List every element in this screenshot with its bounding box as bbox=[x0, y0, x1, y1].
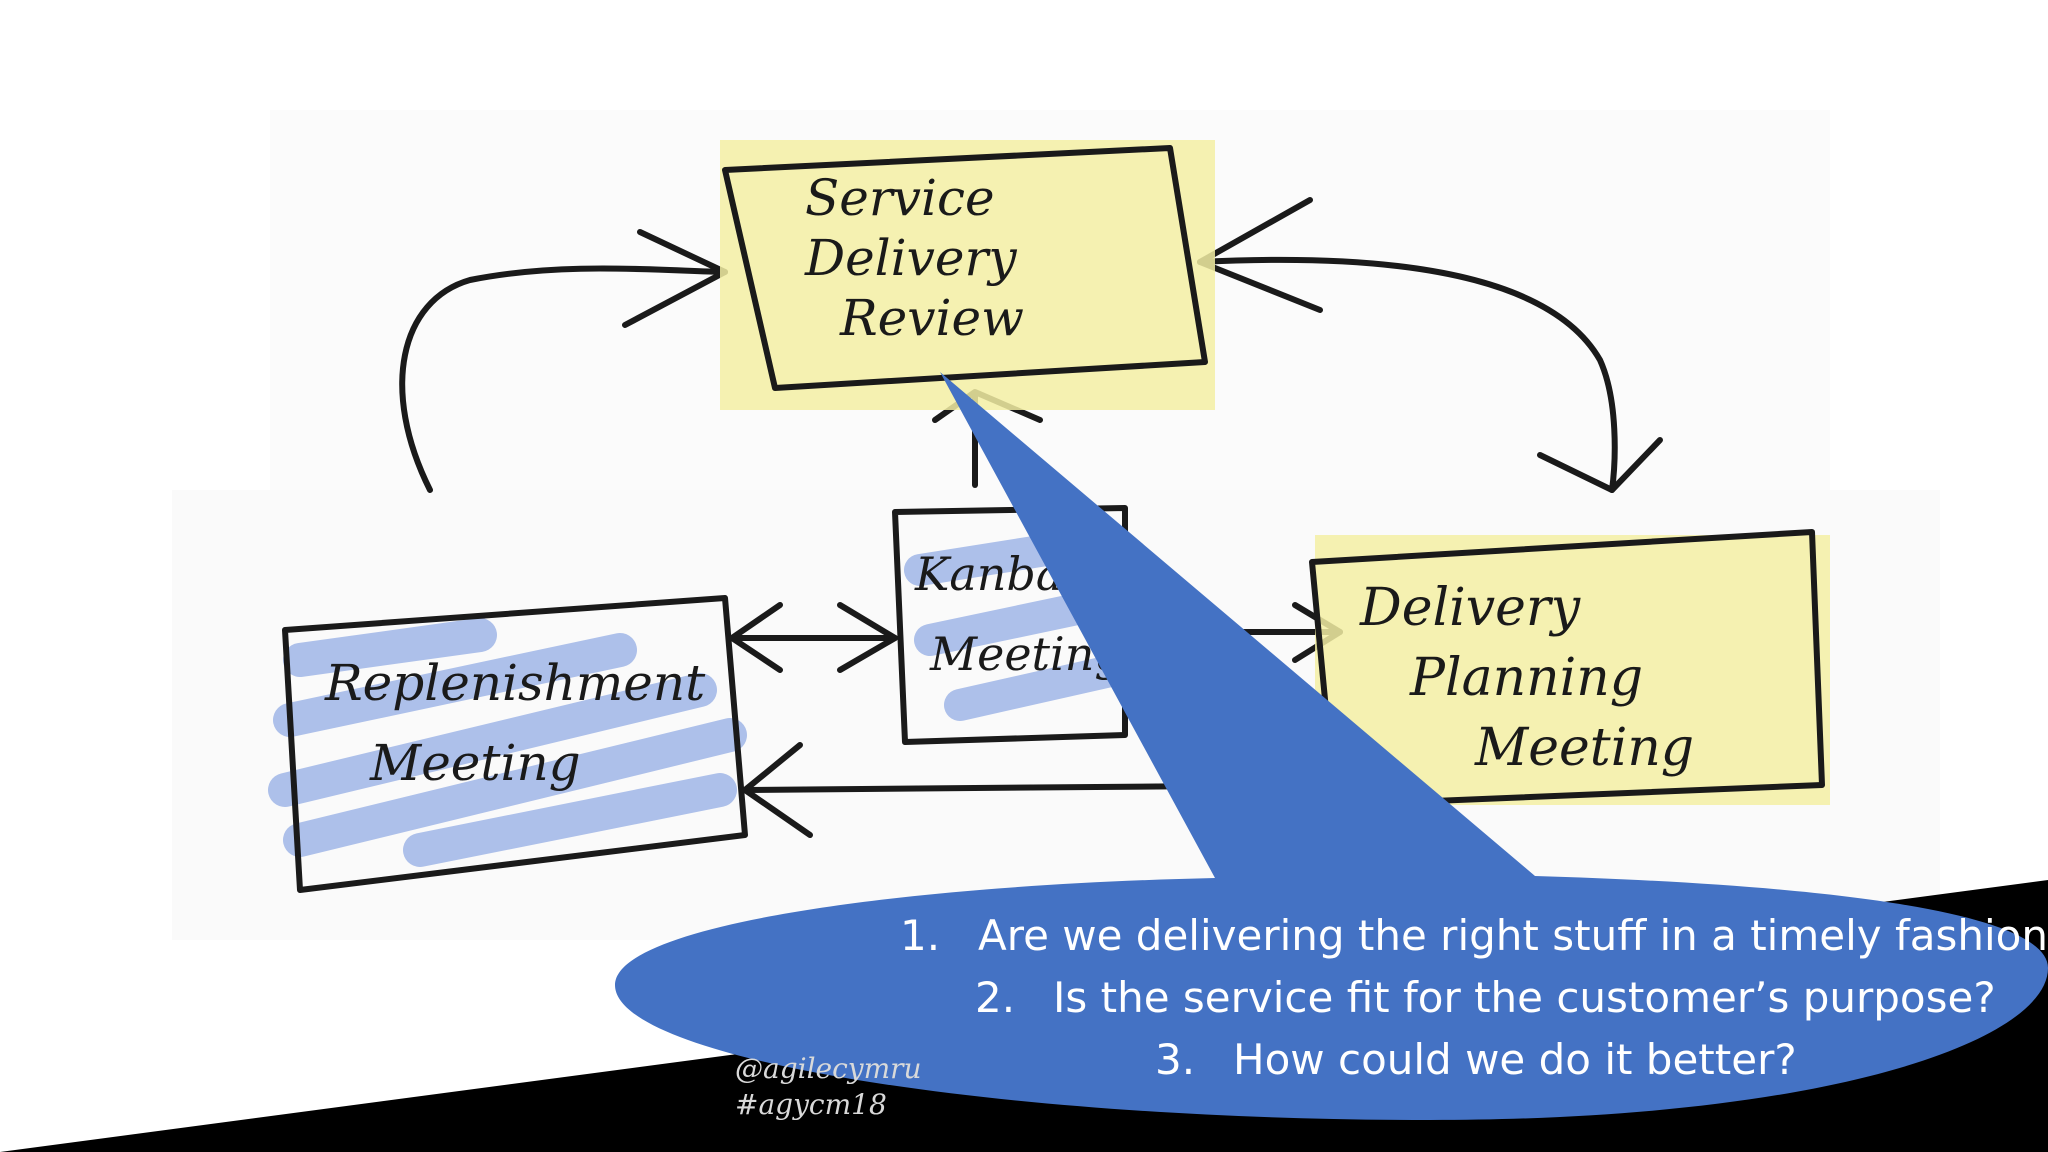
footer-hashtag: #agycm18 bbox=[735, 1088, 887, 1121]
arrowhead-kanban-left bbox=[729, 602, 783, 673]
callout-question-number: 2. bbox=[975, 973, 1016, 1022]
callout-question-number: 3. bbox=[1155, 1035, 1196, 1084]
planning-highlight bbox=[1315, 535, 1830, 805]
arrowhead-kanban-right bbox=[837, 602, 898, 673]
arrowhead-planning-top bbox=[1537, 437, 1663, 493]
replenishment-scribble bbox=[268, 618, 747, 867]
callout-question-text: How could we do it better? bbox=[1233, 1035, 1797, 1084]
arrow-review-to-planning bbox=[1197, 256, 1618, 493]
node-review-line-3: Review bbox=[839, 289, 1024, 347]
callout-question-text: Are we delivering the right stuff in a t… bbox=[978, 911, 2048, 960]
footer-handle: @agilecymru bbox=[735, 1052, 922, 1085]
callout-question: 1. Are we delivering the right stuff in a… bbox=[760, 905, 2048, 967]
node-review-line-1: Service bbox=[805, 169, 995, 227]
node-replenishment-line-2: Meeting bbox=[369, 734, 581, 792]
node-planning-line-1: Delivery bbox=[1359, 578, 1581, 638]
callout-question: 2. Is the service fit for the customer’s … bbox=[760, 967, 2048, 1029]
callout-question: 3. How could we do it better? bbox=[760, 1029, 2048, 1091]
callout-question-list: 1. Are we delivering the right stuff in a… bbox=[760, 905, 2048, 1091]
arrowhead-replenishment-bottom bbox=[742, 742, 813, 838]
node-planning-line-3: Meeting bbox=[1474, 718, 1694, 778]
node-review-line-2: Delivery bbox=[804, 229, 1017, 287]
arrow-replenishment-to-review bbox=[399, 265, 728, 493]
node-planning-line-2: Planning bbox=[1409, 648, 1643, 708]
node-replenishment-line-1: Replenishment bbox=[324, 654, 706, 712]
callout-question-text: Is the service fit for the customer’s pu… bbox=[1053, 973, 1996, 1022]
callout-question-number: 1. bbox=[900, 911, 941, 960]
replenishment-box bbox=[282, 595, 748, 893]
speech-callout bbox=[615, 372, 2048, 1120]
review-box bbox=[722, 145, 1208, 391]
